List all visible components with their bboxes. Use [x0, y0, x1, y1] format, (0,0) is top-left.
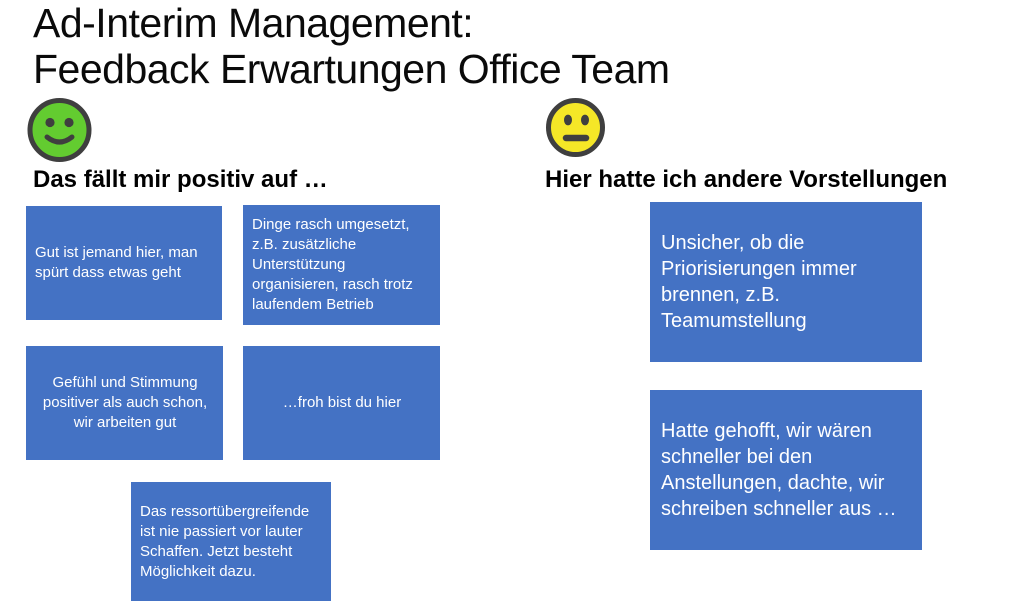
neutral-smiley-icon — [545, 97, 606, 158]
slide-title: Ad-Interim Management: Feedback Erwartun… — [33, 0, 670, 92]
positive-note-3: Gefühl und Stimmung positiver als auch s… — [26, 346, 223, 460]
negative-section-header: Hier hatte ich andere Vorstellungen — [545, 166, 948, 193]
positive-note-1: Gut ist jemand hier, man spürt dass etwa… — [26, 206, 222, 320]
positive-note-5: Das ressortübergreifende ist nie passier… — [131, 482, 331, 601]
positive-note-4: …froh bist du hier — [243, 346, 440, 460]
negative-note-2: Hatte gehofft, wir wären schneller bei d… — [650, 390, 922, 550]
positive-section-header: Das fällt mir positiv auf … — [33, 166, 328, 193]
positive-note-2: Dinge rasch umgesetzt, z.B. zusätzliche … — [243, 205, 440, 325]
happy-smiley-icon — [26, 97, 93, 163]
negative-note-1: Unsicher, ob die Priorisierungen immer b… — [650, 202, 922, 362]
